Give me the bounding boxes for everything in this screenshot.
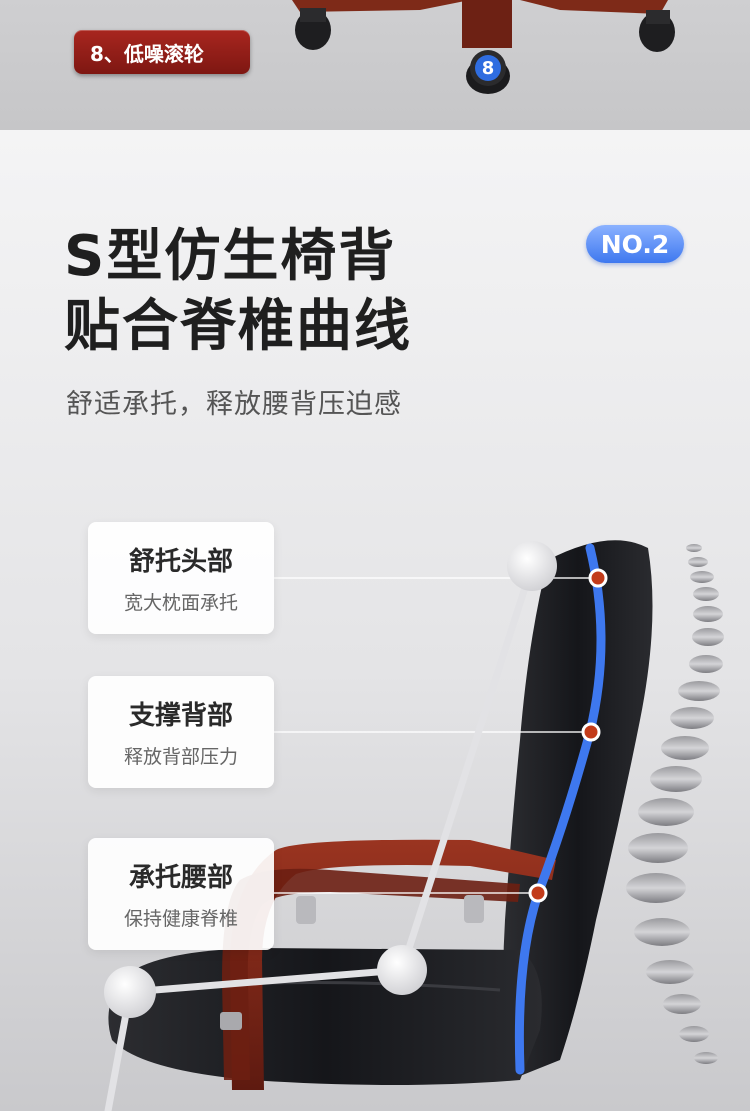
callout-desc: 宽大枕面承托	[123, 592, 238, 614]
callout-lumbar-support: 承托腰部 保持健康脊椎	[88, 838, 274, 950]
posture-joint-head	[507, 541, 557, 591]
callout-back-support: 支撑背部 释放背部压力	[88, 676, 274, 788]
chair-base-image	[292, 0, 675, 94]
callout-title: 支撑背部	[128, 701, 233, 731]
spine-curve	[514, 543, 606, 1075]
caster-number: 8	[475, 55, 501, 81]
posture-joint-knee	[104, 966, 156, 1018]
spine-dot-head	[588, 568, 608, 588]
callout-head-support: 舒托头部 宽大枕面承托	[88, 522, 274, 634]
callout-title: 舒托头部	[128, 547, 233, 577]
chair-seat	[108, 948, 542, 1085]
callout-desc: 保持健康脊椎	[123, 908, 238, 930]
spine-vertebrae-illustration	[626, 544, 724, 1064]
chair-backrest	[503, 540, 653, 1080]
caster-number-badge: 8	[470, 50, 506, 86]
callout-desc: 释放背部压力	[123, 746, 238, 768]
spine-dot-lumbar	[528, 883, 548, 903]
subtitle: 舒适承托，释放腰背压迫感	[66, 389, 402, 420]
headline-line-2: 贴合脊椎曲线	[64, 294, 412, 359]
callout-title: 承托腰部	[128, 863, 233, 893]
headline-line-1: S型仿生椅背	[64, 224, 397, 289]
spine-dot-back	[581, 722, 601, 742]
feature-tag-low-noise-casters: 8、低噪滚轮	[74, 30, 250, 74]
section-number-badge: NO.2	[586, 225, 684, 263]
posture-joint-hip	[377, 945, 427, 995]
previous-section-band: 8、低噪滚轮 8	[0, 0, 750, 130]
headline: S型仿生椅背 贴合脊椎曲线	[64, 222, 504, 362]
